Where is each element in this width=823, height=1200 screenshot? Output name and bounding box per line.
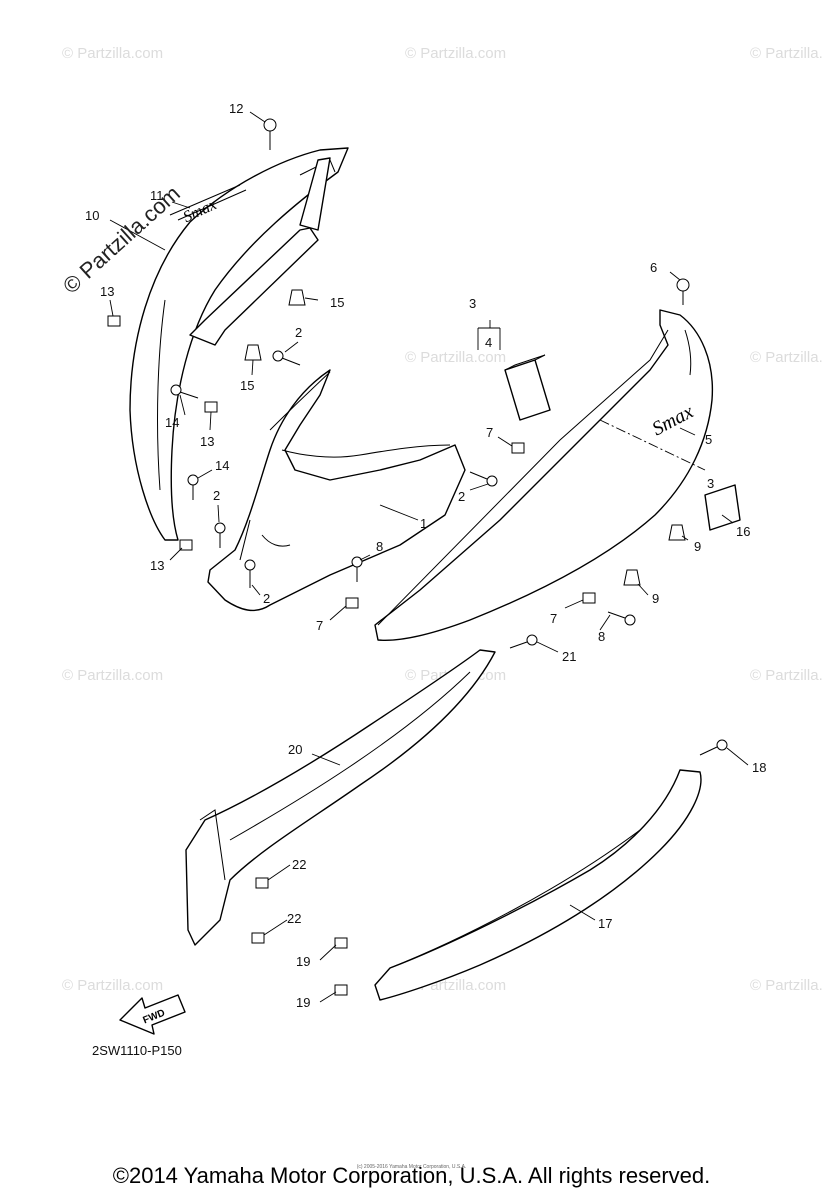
leader-3 (599, 419, 706, 471)
callout-14: 14 (215, 458, 229, 473)
screw-14a (170, 384, 199, 399)
part-5-side-cover (374, 309, 714, 642)
callout-20: 20 (288, 742, 302, 757)
part-17-lower-panel (374, 769, 702, 1001)
watermark: © Partzilla.com (750, 667, 823, 684)
callout-15: 15 (240, 378, 254, 393)
callout-8: 8 (598, 629, 605, 644)
watermark: © Partzilla.com (750, 45, 823, 62)
watermark: © Partzilla.com (750, 349, 823, 366)
callout-9: 9 (652, 591, 659, 606)
watermark: © Partzilla.com (405, 349, 506, 366)
clip-19b (334, 984, 348, 996)
watermark: © Partzilla.com (62, 45, 163, 62)
callout-6: 6 (650, 260, 657, 275)
leader-lines (109, 111, 749, 1003)
callout-2: 2 (213, 488, 220, 503)
callout-1: 1 (420, 516, 427, 531)
callout-18: 18 (752, 760, 766, 775)
clip-13a (107, 315, 121, 327)
callout-2: 2 (458, 489, 465, 504)
screw-2b (469, 471, 498, 487)
hardware (107, 118, 728, 996)
callout-19: 19 (296, 995, 310, 1010)
clip-22b (251, 932, 265, 944)
screw-2d (244, 559, 256, 588)
callout-3: 3 (707, 476, 714, 491)
callout-16: 16 (736, 524, 750, 539)
callout-5: 5 (705, 432, 712, 447)
fwd-arrow-icon: FWD (119, 994, 186, 1035)
part-16-label (704, 484, 741, 531)
part-1-front-panel (207, 369, 466, 612)
watermark: © Partzilla.com (62, 977, 163, 994)
clip-15a (288, 289, 306, 306)
callout-22: 22 (287, 911, 301, 926)
part-20-lower-panel (185, 649, 496, 946)
clip-7c (582, 592, 596, 604)
callout-7: 7 (550, 611, 557, 626)
screw-2c (214, 522, 226, 548)
callout-19: 19 (296, 954, 310, 969)
callout-3: 3 (469, 296, 476, 311)
clip-9b (623, 569, 641, 586)
screw-6 (676, 278, 690, 305)
clip-15b (244, 344, 262, 361)
callout-8: 8 (376, 539, 383, 554)
screw-8b (607, 611, 636, 626)
watermark: © Partzilla.com (750, 977, 823, 994)
clip-19a (334, 937, 348, 949)
callout-14: 14 (165, 415, 179, 430)
callout-2: 2 (263, 591, 270, 606)
callout-21: 21 (562, 649, 576, 664)
diagram-code: 2SW1110-P150 (92, 1043, 182, 1058)
callout-17: 17 (598, 916, 612, 931)
callout-9: 9 (694, 539, 701, 554)
watermark: © Partzilla.com (62, 667, 163, 684)
callout-11: 11 (150, 188, 164, 203)
callout-7: 7 (486, 425, 493, 440)
callouts: 12 11 10 13 15 2 15 14 13 14 2 13 2 1 2 … (85, 101, 766, 1010)
screw-8a (351, 556, 363, 582)
callout-13: 13 (150, 558, 164, 573)
fine-print: (c) 2005-2016 Yamaha Motor Corporation, … (356, 1164, 467, 1170)
callout-13: 13 (100, 284, 114, 299)
callout-13: 13 (200, 434, 214, 449)
screw-12 (263, 118, 277, 150)
part-4-block (504, 354, 551, 421)
copyright-footer: ©2014 Yamaha Motor Corporation, U.S.A. A… (112, 1163, 711, 1188)
clip-13c (179, 539, 193, 551)
clip-13b (204, 401, 218, 413)
callout-12: 12 (229, 101, 243, 116)
callout-10: 10 (85, 208, 99, 223)
callout-15: 15 (330, 295, 344, 310)
screw-2a (272, 350, 301, 366)
callout-7: 7 (316, 618, 323, 633)
screw-21 (509, 634, 538, 649)
callout-4: 4 (485, 335, 492, 350)
callout-2: 2 (295, 325, 302, 340)
screw-14b (187, 474, 199, 500)
clip-7a (511, 442, 525, 454)
screw-18 (699, 739, 728, 756)
callout-22: 22 (292, 857, 306, 872)
clip-9a (668, 524, 686, 541)
clip-22a (255, 877, 269, 889)
inner-bracket (189, 157, 331, 346)
watermark: © Partzilla.com (405, 45, 506, 62)
clip-7b (345, 597, 359, 609)
